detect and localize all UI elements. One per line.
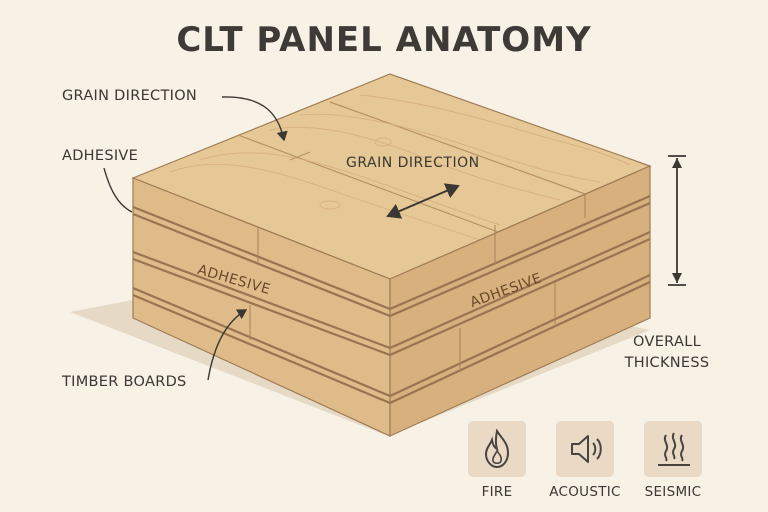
- label-adhesive: ADHESIVE: [62, 148, 139, 164]
- page-title: CLT PANEL ANATOMY: [176, 20, 592, 60]
- adhesive-lines-left: [132, 205, 391, 405]
- property-label-seismic: SEISMIC: [644, 484, 702, 500]
- label-grain-direction: GRAIN DIRECTION: [62, 88, 198, 104]
- leader-adhesive: [103, 167, 133, 213]
- thickness-dimension: [668, 155, 686, 286]
- grain-direction-arrow: [386, 183, 460, 219]
- fire-badge: [468, 421, 526, 477]
- adhesive-lines-right: [389, 194, 651, 404]
- property-label-acoustic: ACOUSTIC: [549, 484, 621, 500]
- seismic-badge: [644, 421, 702, 477]
- flame-icon: [484, 428, 510, 469]
- property-label-fire: FIRE: [481, 484, 513, 500]
- panel-right-face: [389, 165, 651, 437]
- leader-grain-direction: [221, 96, 288, 142]
- leader-timber-boards: [207, 309, 248, 381]
- label-timber-boards: TIMBER BOARDS: [62, 374, 187, 390]
- board-end-seams: [249, 195, 586, 372]
- speaker-icon: [571, 435, 602, 463]
- acoustic-badge: [556, 421, 614, 477]
- label-grain-direction-top: GRAIN DIRECTION: [346, 155, 480, 171]
- seismic-wave-icon: [658, 432, 690, 466]
- label-overall-thickness: OVERALL THICKNESS: [624, 334, 710, 371]
- top-wood-grain: [169, 94, 631, 241]
